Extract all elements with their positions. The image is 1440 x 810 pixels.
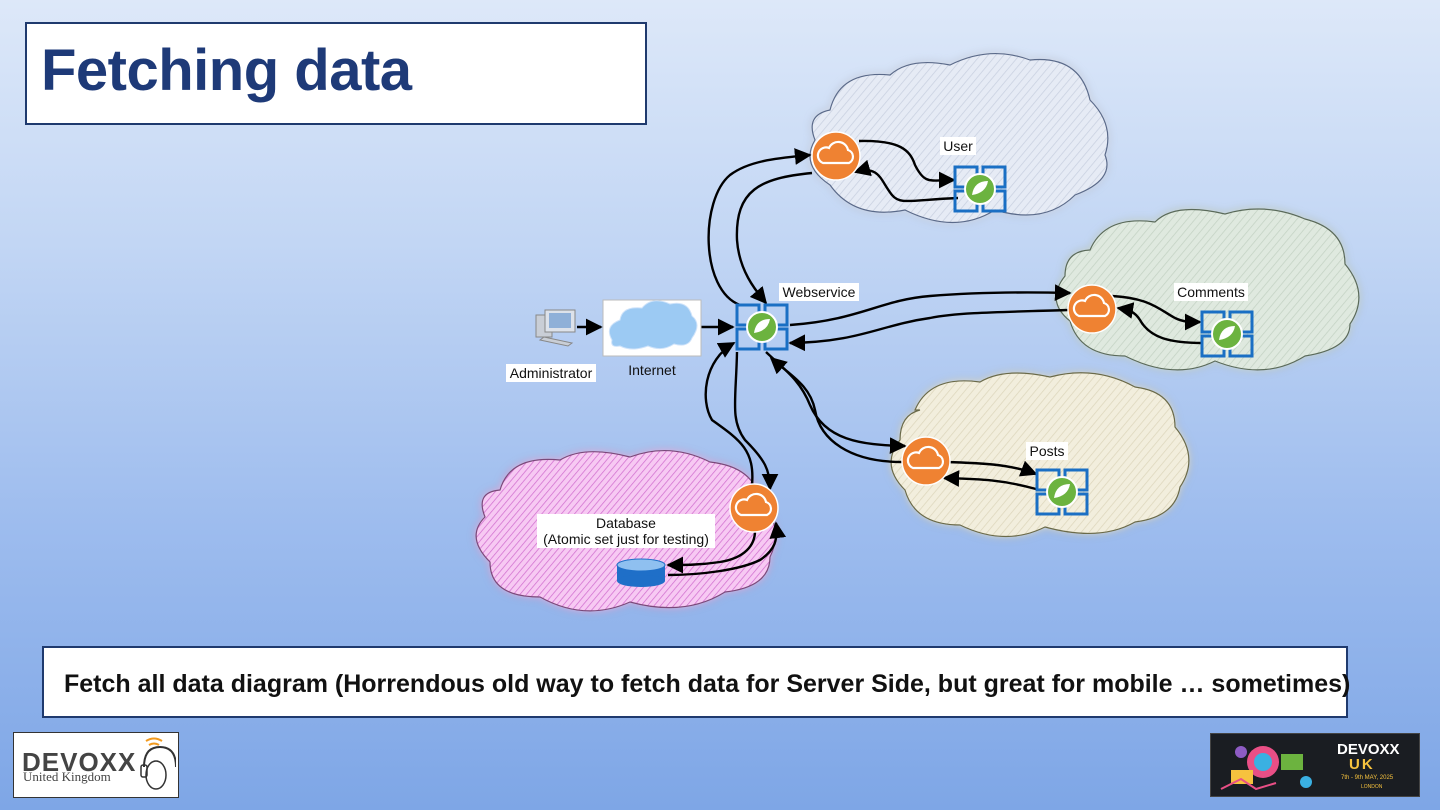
slide-caption: Fetch all data diagram (Horrendous old w…: [64, 670, 1351, 698]
administrator-label: Administrator: [510, 365, 593, 381]
posts-gateway-icon: [900, 435, 952, 487]
logo2-uk: UK: [1349, 756, 1375, 773]
comments-gateway-icon: [1066, 283, 1118, 335]
logo2-date: 7th - 9th MAY, 2025: [1341, 775, 1394, 781]
posts-label: Posts: [1029, 443, 1064, 459]
database-label: Database: [596, 515, 656, 531]
logo-subtitle: United Kingdom: [23, 769, 111, 784]
robot-artwork-icon: [1220, 746, 1312, 791]
webservice-icon: [735, 303, 789, 351]
internet-label: Internet: [628, 362, 676, 378]
database-gateway-icon: [728, 482, 780, 534]
logo2-city: LONDON: [1361, 784, 1383, 790]
caption-box: Fetch all data diagram (Horrendous old w…: [42, 646, 1351, 718]
user-gateway-icon: [810, 130, 862, 182]
headphones-icon: [140, 737, 176, 790]
logo-brand: DEVOXX: [22, 747, 137, 777]
slide-title: Fetching data: [41, 38, 412, 103]
comments-label: Comments: [1177, 284, 1245, 300]
logo2-brand: DEVOXX: [1337, 741, 1400, 758]
webservice-label: Webservice: [783, 284, 856, 300]
database-icon: [616, 558, 666, 587]
database-sublabel: (Atomic set just for testing): [543, 531, 709, 547]
devoxx-uk-logo: DEVOXX United Kingdom: [13, 732, 179, 798]
devoxx-uk-2025-logo: DEVOXX UK 7th - 9th MAY, 2025 LONDON: [1210, 733, 1420, 797]
user-label: User: [943, 138, 973, 154]
title-box: Fetching data: [25, 22, 647, 125]
internet-icon: [602, 299, 702, 357]
computer-icon: [535, 309, 576, 347]
